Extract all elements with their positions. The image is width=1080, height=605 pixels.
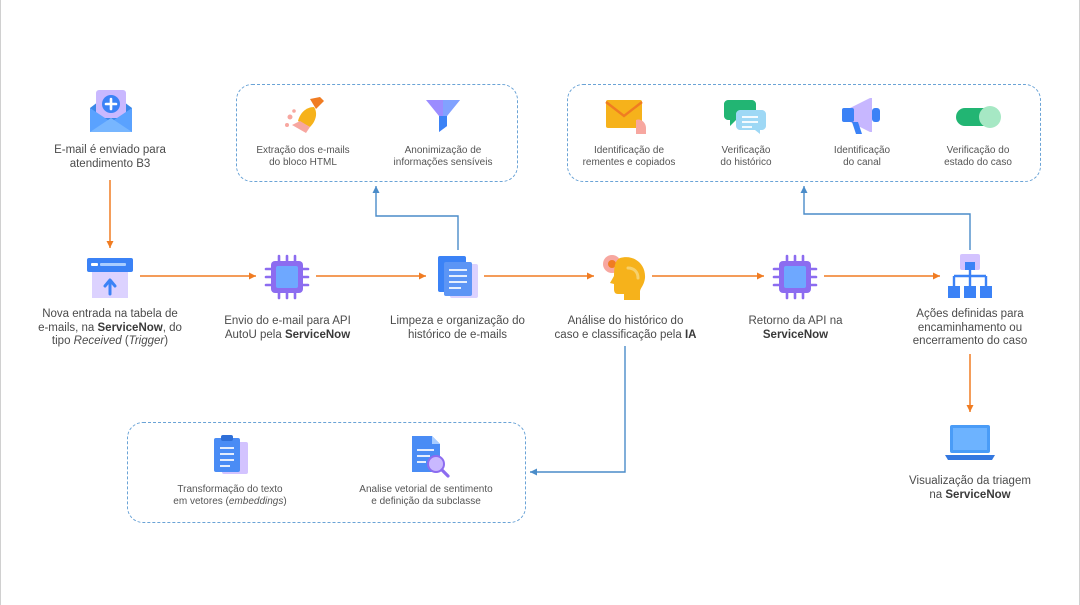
analysis-line-1: Análise do histórico do [567,315,684,327]
visualization-label: Visualização da triagem na ServiceNow [880,475,1060,502]
toggle-icon [956,106,1001,128]
arrow-clean-to-preprocessing [372,186,459,250]
cleaning-line-2: histórico de e-mails [407,328,508,341]
sentiment-label: Analise vetorial de sentimento e definiç… [336,484,516,507]
anonymization-label: Anonimização de informações sensíveis [375,145,511,168]
document-search-icon [412,436,450,478]
embeddings-line-1: Transformação do texto [177,484,283,495]
api-return-line-1: Retorno da API na [748,315,843,327]
received-text: Received [73,335,122,347]
new-entry-text: ( [121,335,129,347]
channel-line-1: Identificação [833,145,891,156]
envelope-icon [605,100,646,134]
cleaning-label: Limpeza e organização do histórico de e-… [370,315,545,342]
send-api-label: Envio do e-mail para API AutoU pela Serv… [200,315,375,342]
send-api-line-2: AutoU pela ServiceNow [200,329,375,343]
senders-label: Identificação de rementes e copiados [566,145,692,168]
embeddings-line-2: em vetores (embeddings) [150,496,310,508]
state-check-label: Verificação do estado do caso [925,145,1031,168]
ia-text: IA [684,328,697,341]
send-api-line-1: Envio do e-mail para API [224,315,351,327]
chip-icon [264,254,310,300]
actions-line-1: Ações definidas para [916,308,1024,320]
documents-icon [438,256,478,298]
analysis-label: Análise do histórico do caso e classific… [538,315,713,342]
visualization-line-2: na ServiceNow [880,489,1060,503]
cleaning-line-1: Limpeza e organização do [390,315,525,327]
megaphone-icon [842,98,880,134]
history-check-label: Verificação do histórico [693,145,799,168]
api-return-label: Retorno da API na ServiceNow [708,315,883,342]
channel-label: Identificação do canal [812,145,912,168]
senders-line-1: Identificação de [593,145,665,156]
laptop-icon [945,425,995,460]
new-entry-text: , do [162,321,182,334]
chat-bubbles-icon [724,100,766,134]
visualization-text: na [929,488,946,501]
actions-line-3: encerramento do caso [912,335,1028,347]
funnel-icon [426,100,460,132]
state-check-line-2: estado do caso [944,156,1012,168]
servicenow-text: ServiceNow [762,328,829,341]
channel-line-2: do canal [843,156,881,168]
preprocessing-group [236,84,518,182]
broom-icon [285,97,324,133]
new-entry-line-3: tipo Received (Trigger) [15,335,205,349]
email-sent-line-2: atendimento B3 [69,157,151,170]
servicenow-text: ServiceNow [284,328,351,341]
hierarchy-icon [948,254,992,298]
history-check-line-1: Verificação [721,145,771,156]
analysis-text: caso e classificação pela [554,328,685,341]
visualization-line-1: Visualização da triagem [909,475,1031,487]
left-frame-edge [0,0,1,605]
extraction-label: Extração dos e-mails do bloco HTML [240,145,366,168]
anonymization-line-1: Anonimização de [404,145,482,156]
embeddings-text: ) [283,495,287,507]
extraction-line-1: Extração dos e-mails [256,145,350,156]
new-entry-text: ) [164,335,169,347]
analysis-line-2: caso e classificação pela IA [538,329,713,343]
chip-icon [772,254,818,300]
send-api-text: AutoU pela [224,328,285,341]
senders-line-2: rementes e copiados [582,156,676,168]
arrow-actions-to-verification [800,186,971,250]
email-sent-label: E-mail é enviado para atendimento B3 [20,144,200,171]
new-entry-text: e-mails, na [38,321,98,334]
extraction-line-2: do bloco HTML [269,156,337,168]
email-plus-icon [90,90,132,132]
anonymization-line-2: informações sensíveis [393,156,493,168]
servicenow-text: ServiceNow [945,488,1011,501]
vector-analysis-group [127,422,526,523]
new-entry-line-1: Nova entrada na tabela de [42,308,178,320]
ai-head-icon [603,255,646,300]
clipboard-icon [214,435,248,474]
sentiment-line-2: e definição da subclasse [371,495,481,507]
history-check-line-2: do histórico [720,156,772,168]
sentiment-line-1: Analise vetorial de sentimento [359,484,493,495]
embeddings-text: em vetores ( [173,495,229,507]
servicenow-text: ServiceNow [97,321,163,334]
embeddings-italic: embeddings [228,495,284,507]
new-entry-label: Nova entrada na tabela de e-mails, na Se… [15,308,205,349]
verification-group [567,84,1041,182]
new-entry-line-2: e-mails, na ServiceNow, do [15,322,205,336]
state-check-line-1: Verificação do [946,145,1010,156]
browser-upload-icon [87,258,133,298]
new-entry-text: tipo [51,335,74,347]
actions-label: Ações definidas para encaminhamento ou e… [885,308,1055,349]
arrow-analysis-to-vector [530,346,626,476]
api-return-line-2: ServiceNow [708,329,883,343]
email-sent-line-1: E-mail é enviado para [54,144,166,156]
actions-line-2: encaminhamento ou [917,321,1023,334]
trigger-text: Trigger [128,335,165,347]
embeddings-label: Transformação do texto em vetores (embed… [150,484,310,507]
